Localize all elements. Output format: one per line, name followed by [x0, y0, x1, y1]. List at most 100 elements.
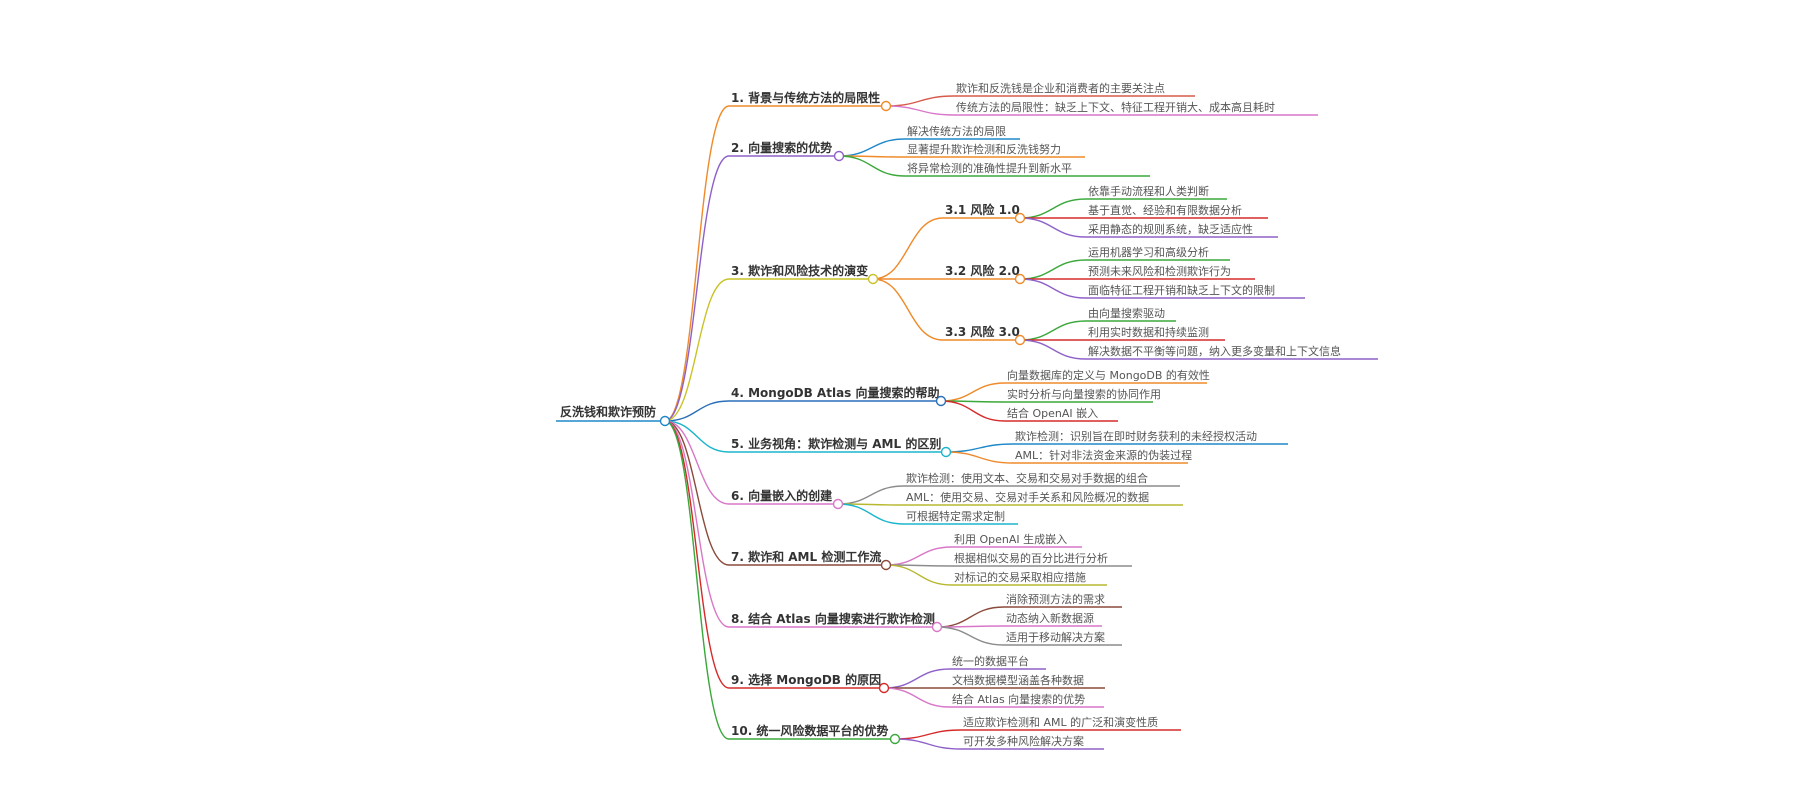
leaf-node: 依靠手动流程和人类判断: [1088, 184, 1209, 198]
root-topic: 反洗钱和欺诈预防: [560, 404, 656, 419]
branch-connector: [664, 278, 730, 422]
topic-10: 10. 统一风险数据平台的优势: [731, 723, 888, 738]
branch-connector: [664, 155, 730, 422]
branch-connector: [936, 626, 1005, 646]
topic-8: 8. 结合 Atlas 向量搜索进行欺诈检测: [731, 611, 935, 626]
expand-collapse-toggle[interactable]: [659, 415, 671, 427]
branch-connector: [664, 400, 730, 422]
branch-connector: [940, 382, 1006, 402]
leaf-node: 欺诈检测：识别旨在即时财务获利的未经授权活动: [1015, 429, 1257, 443]
branch-connector: [883, 687, 951, 708]
expand-collapse-toggle[interactable]: [878, 682, 890, 694]
branch-connector: [664, 420, 730, 505]
leaf-node: 动态纳入新数据源: [1006, 611, 1094, 625]
expand-collapse-toggle[interactable]: [935, 395, 947, 407]
expand-collapse-toggle[interactable]: [833, 150, 845, 162]
topic-2: 2. 向量搜索的优势: [731, 140, 832, 155]
branch-connector: [894, 738, 962, 750]
branch-connector: [837, 485, 905, 505]
leaf-node: 可根据特定需求定制: [906, 509, 1005, 523]
leaf-node: 向量数据库的定义与 MongoDB 的有效性: [1007, 368, 1210, 382]
branch-connector: [872, 278, 944, 341]
expand-collapse-toggle[interactable]: [931, 621, 943, 633]
topic-7: 7. 欺诈和 AML 检测工作流: [731, 549, 881, 564]
leaf-node: 利用 OpenAI 生成嵌入: [954, 532, 1067, 546]
leaf-node: 将异常检测的准确性提升到新水平: [907, 161, 1072, 175]
branch-connector: [1019, 320, 1087, 341]
branch-connector: [872, 217, 944, 280]
branch-connector: [664, 420, 730, 566]
leaf-node: 结合 Atlas 向量搜索的优势: [952, 692, 1085, 706]
expand-collapse-toggle[interactable]: [940, 446, 952, 458]
branch-connector: [894, 729, 962, 740]
expand-collapse-toggle[interactable]: [1014, 334, 1026, 346]
leaf-node: 基于直觉、经验和有限数据分析: [1088, 203, 1242, 217]
branch-connector: [664, 420, 730, 689]
expand-collapse-toggle[interactable]: [1014, 212, 1026, 224]
leaf-node: 可开发多种风险解决方案: [963, 734, 1084, 748]
leaf-node: 面临特征工程开销和缺乏上下文的限制: [1088, 283, 1275, 297]
leaf-node: 实时分析与向量搜索的协同作用: [1007, 387, 1161, 401]
branch-connector: [885, 546, 953, 566]
branch-connector: [664, 420, 730, 628]
leaf-node: 对标记的交易采取相应措施: [954, 570, 1086, 584]
branch-connector: [940, 400, 1006, 422]
leaf-node: 欺诈和反洗钱是企业和消费者的主要关注点: [956, 81, 1165, 95]
leaf-node: 运用机器学习和高级分析: [1088, 245, 1209, 259]
leaf-node: 欺诈检测：使用文本、交易和交易对手数据的组合: [906, 471, 1148, 485]
branch-connector: [838, 138, 906, 157]
leaf-node: 显著提升欺诈检测和反洗钱努力: [907, 142, 1061, 156]
leaf-node: 适用于移动解决方案: [1006, 630, 1105, 644]
leaf-node: 文档数据模型涵盖各种数据: [952, 673, 1084, 687]
branch-connector: [664, 420, 730, 740]
branch-connector: [837, 503, 905, 525]
branch-connectors: [556, 95, 1378, 750]
branch-connector: [1019, 278, 1087, 299]
branch-connector: [664, 105, 730, 422]
leaf-node: 解决传统方法的局限: [907, 124, 1006, 138]
branch-connector: [883, 668, 951, 689]
branch-connector: [838, 155, 906, 177]
subtopic-3-1: 3.1 风险 1.0: [945, 202, 1020, 217]
branch-connector: [664, 420, 730, 453]
topic-4: 4. MongoDB Atlas 向量搜索的帮助: [731, 385, 940, 400]
branch-connector: [1019, 259, 1087, 280]
leaf-node: 消除预测方法的需求: [1006, 592, 1105, 606]
topic-9: 9. 选择 MongoDB 的原因: [731, 672, 881, 687]
leaf-node: 传统方法的局限性：缺乏上下文、特征工程开销大、成本高且耗时: [956, 100, 1275, 114]
branch-connector: [1019, 339, 1087, 360]
leaf-node: 结合 OpenAI 嵌入: [1007, 406, 1098, 420]
expand-collapse-toggle[interactable]: [867, 273, 879, 285]
expand-collapse-toggle[interactable]: [1014, 273, 1026, 285]
leaf-node: 解决数据不平衡等问题，纳入更多变量和上下文信息: [1088, 344, 1341, 358]
topic-1: 1. 背景与传统方法的局限性: [731, 90, 880, 105]
topic-5: 5. 业务视角：欺诈检测与 AML 的区别: [731, 436, 941, 451]
expand-collapse-toggle[interactable]: [880, 559, 892, 571]
mind-map-nodes: 反洗钱和欺诈预防 1. 背景与传统方法的局限性 欺诈和反洗钱是企业和消费者的主要关注…: [560, 81, 1341, 748]
branch-connector: [885, 564, 953, 586]
expand-collapse-toggle[interactable]: [880, 100, 892, 112]
subtopic-3-3: 3.3 风险 3.0: [945, 324, 1020, 339]
topic-6: 6. 向量嵌入的创建: [731, 488, 833, 503]
expand-collapse-toggle[interactable]: [832, 498, 844, 510]
leaf-node: 预测未来风险和检测欺诈行为: [1088, 264, 1231, 278]
branch-connector: [885, 95, 955, 107]
branch-connector: [1019, 217, 1087, 238]
branch-connector: [945, 451, 1014, 464]
branch-connector: [885, 105, 955, 116]
leaf-node: 适应欺诈检测和 AML 的广泛和演变性质: [963, 715, 1158, 729]
leaf-node: 根据相似交易的百分比进行分析: [954, 551, 1108, 565]
branch-connector: [1019, 198, 1087, 219]
leaf-node: 采用静态的规则系统，缺乏适应性: [1088, 222, 1253, 236]
expand-collapse-toggle[interactable]: [889, 733, 901, 745]
leaf-node: AML：针对非法资金来源的伪装过程: [1015, 448, 1192, 462]
subtopic-3-2: 3.2 风险 2.0: [945, 263, 1020, 278]
leaf-node: 利用实时数据和持续监测: [1088, 325, 1209, 339]
branch-connector: [945, 443, 1014, 453]
leaf-node: AML：使用交易、交易对手关系和风险概况的数据: [906, 490, 1149, 504]
branch-connector: [936, 606, 1005, 628]
topic-3: 3. 欺诈和风险技术的演变: [731, 263, 868, 278]
leaf-node: 由向量搜索驱动: [1088, 306, 1165, 320]
leaf-node: 统一的数据平台: [952, 654, 1029, 668]
